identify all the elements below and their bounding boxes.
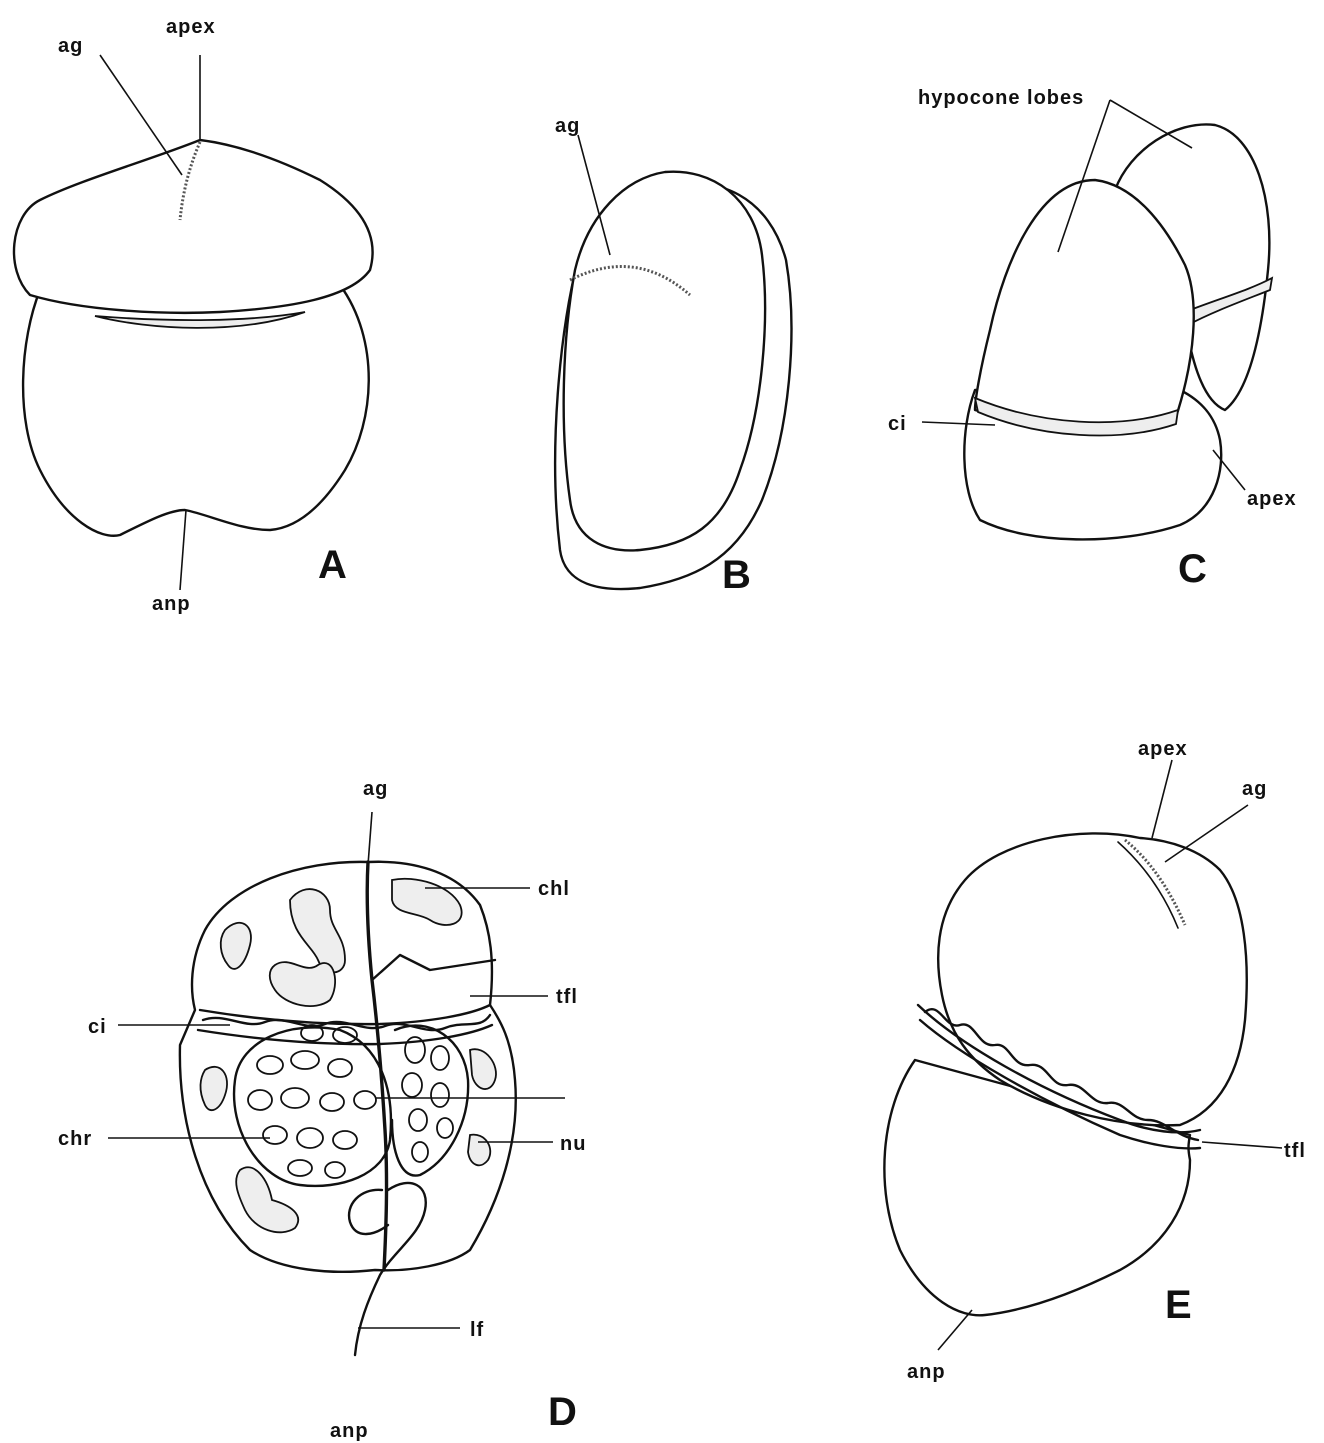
panel-a-apex-label: apex xyxy=(166,16,216,38)
panel-a-ag-label: ag xyxy=(58,35,83,57)
panel-c-ci-label: ci xyxy=(888,413,907,435)
panel-d-chr-label: chr xyxy=(58,1128,92,1150)
panel-d-ci-label: ci xyxy=(88,1016,107,1038)
panel-e-letter: E xyxy=(1165,1283,1192,1327)
panel-a-epicone xyxy=(14,140,373,313)
panel-d-letter: D xyxy=(548,1390,577,1434)
panel-d-tfl-label: tfl xyxy=(556,986,578,1008)
panel-a-anp-label: anp xyxy=(152,593,191,615)
panel-a: ag apex anp A xyxy=(14,16,373,615)
panel-b-ag-label: ag xyxy=(555,115,580,137)
panel-c: hypocone lobes ci apex C xyxy=(888,87,1297,591)
panel-e: apex ag tfl anp E xyxy=(884,738,1306,1383)
panel-b-letter: B xyxy=(722,553,751,597)
panel-d-chl-label: chl xyxy=(538,878,570,900)
panel-d: ag chl tfl ci chr nu lf anp D xyxy=(58,778,586,1442)
panel-c-apex-label: apex xyxy=(1247,488,1297,510)
panel-d-lf-label: lf xyxy=(470,1319,484,1341)
panel-d-ag-label: ag xyxy=(363,778,388,800)
panel-e-tfl-label: tfl xyxy=(1284,1140,1306,1162)
panel-c-letter: C xyxy=(1178,547,1207,591)
panel-e-ag-label: ag xyxy=(1242,778,1267,800)
panel-a-letter: A xyxy=(318,543,347,587)
panel-c-hypocone-lobes-label: hypocone lobes xyxy=(918,87,1084,109)
panel-d-nu-label: nu xyxy=(560,1133,586,1155)
panel-e-apex-label: apex xyxy=(1138,738,1188,760)
panel-b: ag B xyxy=(555,115,791,597)
panel-d-anp-label: anp xyxy=(330,1420,369,1442)
panel-e-anp-label: anp xyxy=(907,1361,946,1383)
